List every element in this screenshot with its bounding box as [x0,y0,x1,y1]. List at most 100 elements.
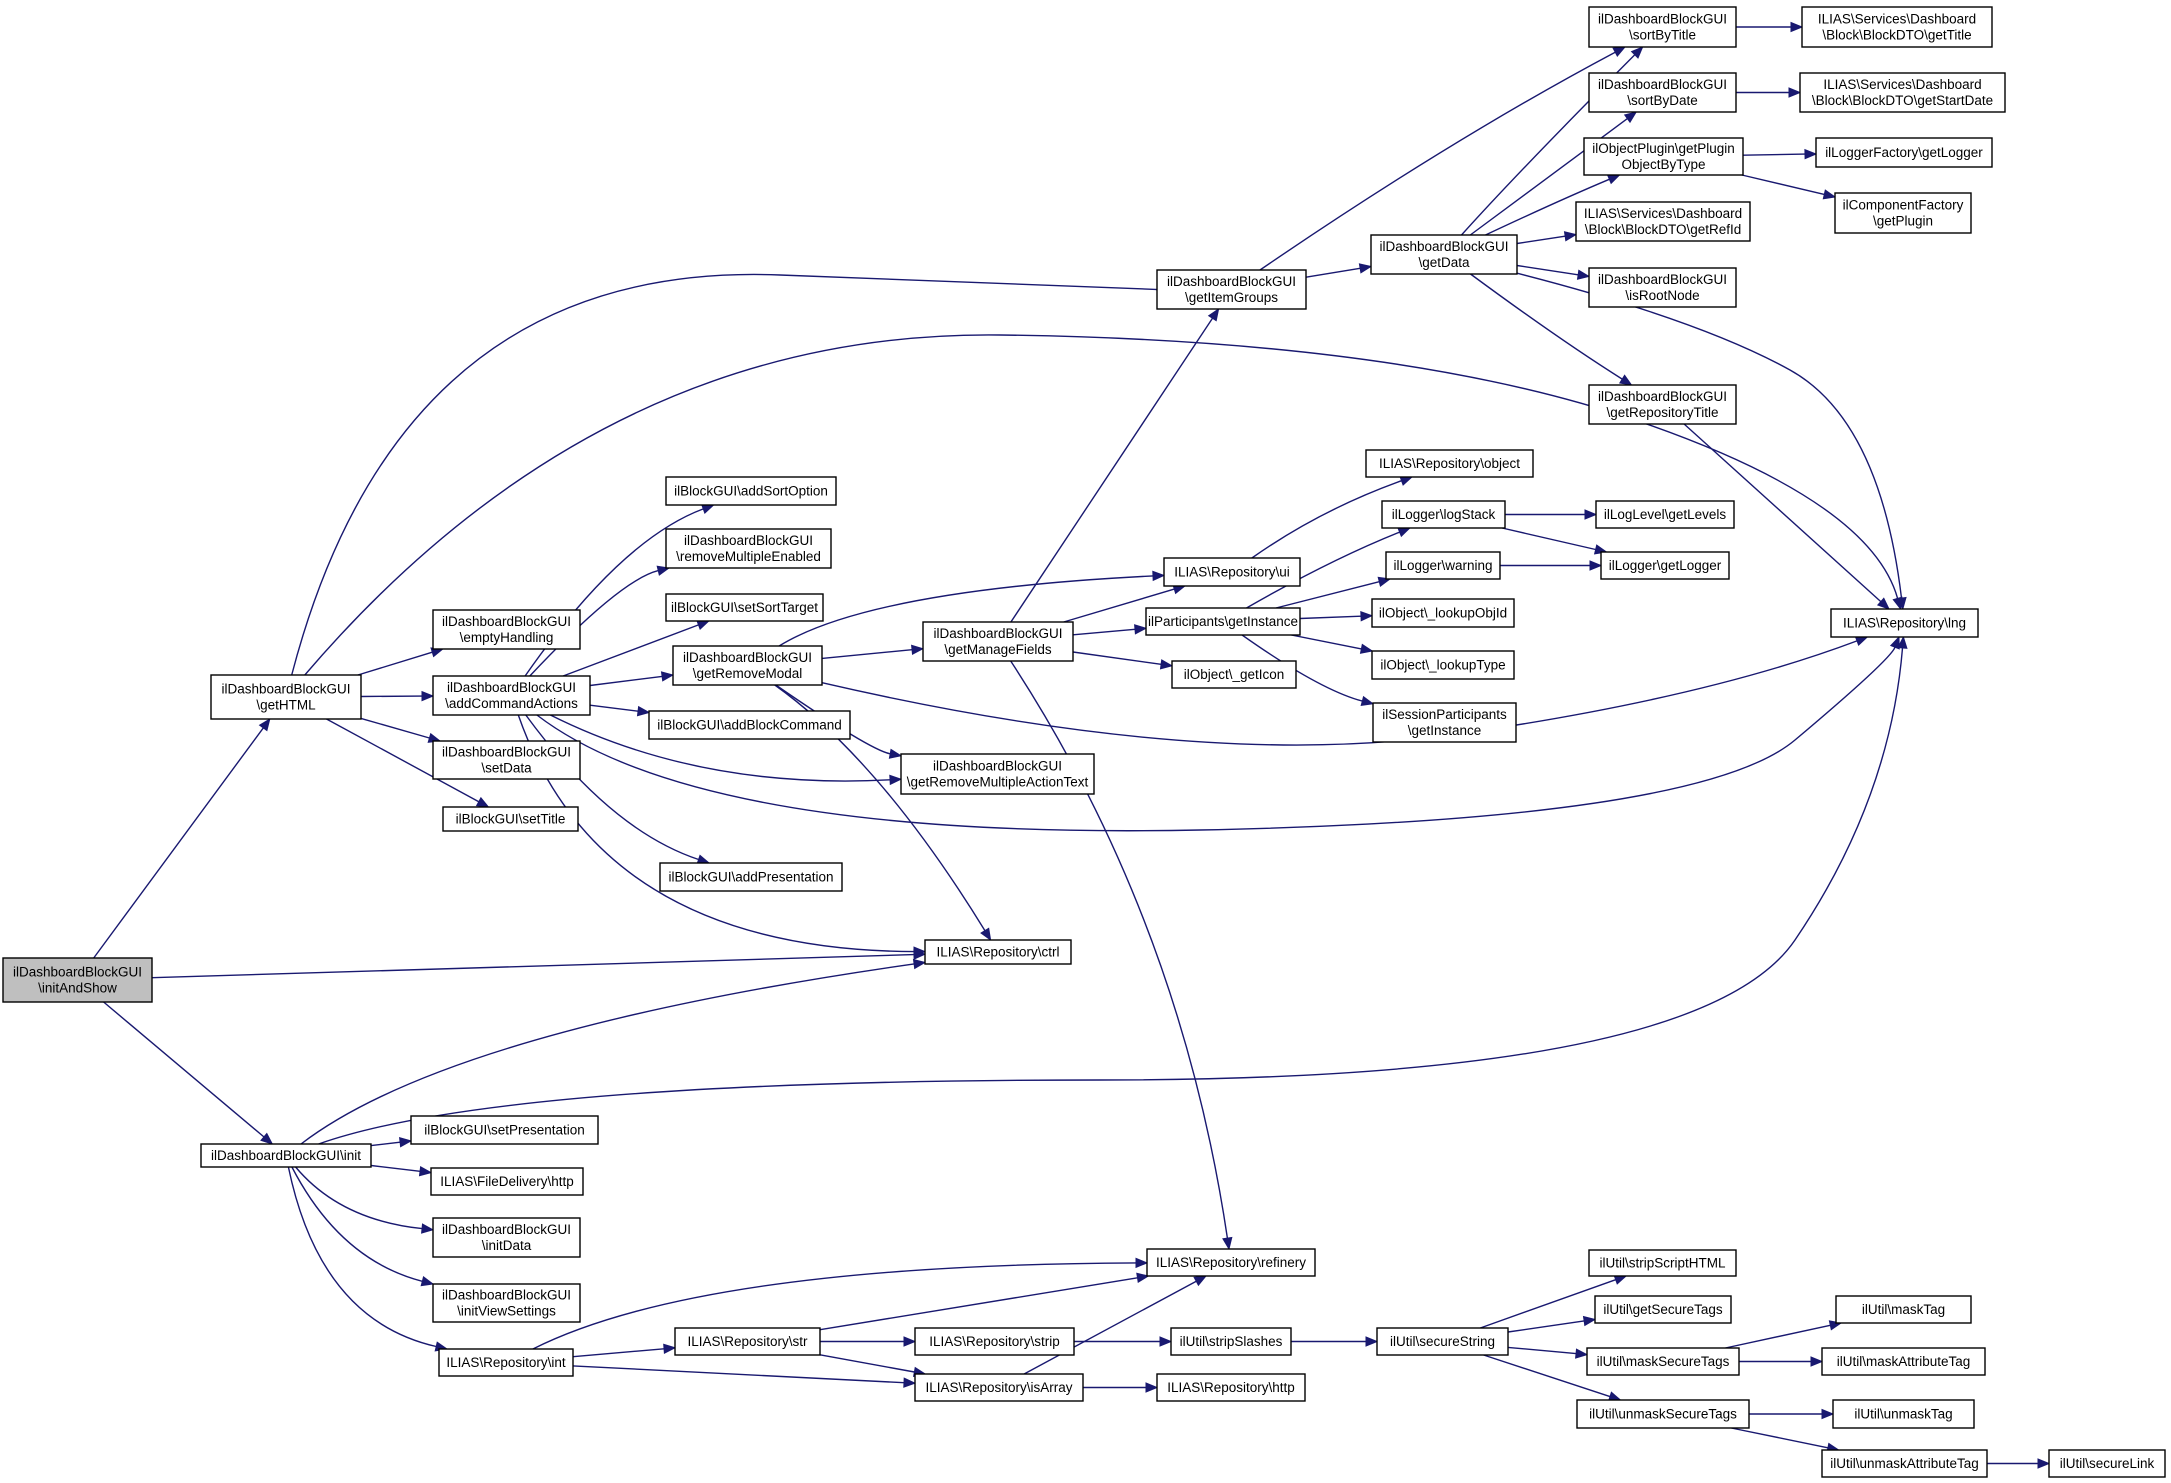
node-box [1821,1347,1986,1376]
node-int[interactable]: ILIAS\Repository\int [438,1348,574,1377]
node-sortByTitle[interactable]: ilDashboardBlockGUI\sortByTitle [1588,6,1737,48]
node-unmaskAttributeTag[interactable]: ilUtil\unmaskAttributeTag [1821,1449,1988,1478]
node-label-line: \setData [481,761,532,776]
edge-arrowhead [1365,1336,1379,1347]
node-getRemoveMultipleActionText[interactable]: ilDashboardBlockGUI\getRemoveMultipleAct… [900,753,1095,795]
node-ui[interactable]: ILIAS\Repository\ui [1163,557,1301,587]
node-unmaskTag[interactable]: ilUtil\unmaskTag [1832,1399,1975,1429]
node-setTitle[interactable]: ilBlockGUI\setTitle [442,806,579,832]
edge-getHTML-to-emptyHandling [357,647,445,676]
edge-arrowhead [1889,635,1900,650]
node-maskAttributeTag[interactable]: ilUtil\maskAttributeTag [1821,1347,1986,1376]
node-label-line: ilLogger\logStack [1392,507,1496,522]
node-secureString[interactable]: ilUtil\secureString [1376,1327,1509,1356]
node-label-line: \initViewSettings [457,1304,556,1319]
edge-int-to-refinery [532,1257,1149,1350]
edge-initAndShow-to-init [103,1001,274,1145]
edge-line [1516,264,1579,276]
node-stripSlashes[interactable]: ilUtil\stripSlashes [1170,1327,1292,1356]
edge-line [151,953,915,979]
node-rHttp[interactable]: ILIAS\Repository\http [1156,1373,1306,1402]
node-getStartDate[interactable]: ILIAS\Services\Dashboard\Block\BlockDTO\… [1799,72,2006,113]
node-object[interactable]: ILIAS\Repository\object [1365,449,1534,478]
node-label-line: \getRepositoryTitle [1606,405,1718,420]
node-box [1170,1327,1292,1356]
node-isArray[interactable]: ILIAS\Repository\isArray [914,1373,1084,1402]
node-box [432,609,581,650]
node-logStack[interactable]: ilLogger\logStack [1381,500,1506,529]
node-box [1815,137,1993,168]
node-addCommandActions[interactable]: ilDashboardBlockGUI\addCommandActions [432,675,591,716]
node-label-line: ilDashboardBlockGUI [684,533,813,548]
edge-line [1725,1324,1831,1349]
node-setData[interactable]: ilDashboardBlockGUI\setData [432,740,581,780]
node-addPresentation[interactable]: ilBlockGUI\addPresentation [659,862,843,892]
node-isRootNode[interactable]: ilDashboardBlockGUI\isRootNode [1588,267,1737,308]
edge-line [370,1164,421,1172]
node-getSecureTags[interactable]: ilUtil\getSecureTags [1594,1295,1732,1324]
node-getRemoveModal[interactable]: ilDashboardBlockGUI\getRemoveModal [672,645,823,686]
node-setSortTarget[interactable]: ilBlockGUI\setSortTarget [665,593,824,622]
node-setPresentation[interactable]: ilBlockGUI\setPresentation [410,1115,599,1145]
edge-secureString-to-unmaskSecureTags [1483,1354,1622,1402]
node-getRepositoryTitle[interactable]: ilDashboardBlockGUI\getRepositoryTitle [1588,384,1737,425]
node-initAndShow[interactable]: ilDashboardBlockGUI\initAndShow [2,957,153,1003]
node-getHTML[interactable]: ilDashboardBlockGUI\getHTML [210,674,362,720]
edge-int-to-isArray [572,1365,917,1388]
edge-arrowhead [1790,21,1804,33]
node-addBlockCommand[interactable]: ilBlockGUI\addBlockCommand [648,710,851,740]
node-label-line: ilUtil\unmaskTag [1854,1407,1952,1422]
node-getLevels[interactable]: ilLogLevel\getLevels [1595,500,1735,529]
node-box [1376,1327,1509,1356]
node-box [1372,702,1517,743]
node-addSortOption[interactable]: ilBlockGUI\addSortOption [665,476,837,506]
node-lookupObjId[interactable]: ilObject\_lookupObjId [1371,598,1515,628]
node-sgetInstance[interactable]: ilSessionParticipants\getInstance [1372,702,1517,743]
node-label-line: ilSessionParticipants [1382,707,1507,722]
node-label-line: \getPlugin [1873,214,1933,229]
node-pgetInstance[interactable]: ilParticipants\getInstance [1145,607,1301,636]
node-warning[interactable]: ilLogger\warning [1385,551,1501,580]
node-getLoggerF[interactable]: ilLoggerFactory\getLogger [1815,137,1993,168]
edge-arrowhead [1612,46,1627,57]
node-refinery[interactable]: ILIAS\Repository\refinery [1146,1248,1316,1277]
node-lookupType[interactable]: ilObject\_lookupType [1371,650,1515,680]
node-init[interactable]: ilDashboardBlockGUI\init [200,1143,372,1168]
node-getRefId[interactable]: ILIAS\Services\Dashboard\Block\BlockDTO\… [1575,201,1751,242]
node-initData[interactable]: ilDashboardBlockGUI\initData [432,1217,581,1258]
node-getTitle[interactable]: ILIAS\Services\Dashboard\Block\BlockDTO\… [1801,6,1993,48]
edge-isArray-to-refinery [1023,1275,1208,1375]
node-getData[interactable]: ilDashboardBlockGUI\getData [1370,234,1518,275]
edge-init-to-setPresentation [370,1137,413,1148]
node-getItemGroups[interactable]: ilDashboardBlockGUI\getItemGroups [1156,269,1307,310]
node-initViewSettings[interactable]: ilDashboardBlockGUI\initViewSettings [432,1283,581,1323]
node-label-line: ilDashboardBlockGUI [13,965,142,980]
node-lng[interactable]: ILIAS\Repository\lng [1830,608,1979,638]
node-label-line: ILIAS\Repository\lng [1843,616,1966,631]
node-stripScriptHTML[interactable]: ilUtil\stripScriptHTML [1588,1249,1737,1277]
node-label-line: ilDashboardBlockGUI [1598,12,1727,27]
node-box [1171,660,1297,689]
node-maskTag[interactable]: ilUtil\maskTag [1835,1295,1972,1324]
node-getLoggerL[interactable]: ilLogger\getLogger [1600,551,1730,580]
edge-arrowhead [260,1132,274,1145]
edge-getPluginObjectByType-to-getPlugin [1741,174,1837,200]
node-ctrl[interactable]: ILIAS\Repository\ctrl [924,939,1072,965]
edge-line [1072,628,1136,636]
node-label-line: \initData [482,1238,532,1253]
node-fdHttp[interactable]: ILIAS\FileDelivery\http [430,1167,584,1196]
node-getIcon[interactable]: ilObject\_getIcon [1171,660,1297,689]
edge-unmaskSecureTags-to-unmaskAttributeTag [1731,1427,1840,1453]
node-unmaskSecureTags[interactable]: ilUtil\unmaskSecureTags [1576,1399,1750,1429]
node-maskSecureTags[interactable]: ilUtil\maskSecureTags [1586,1347,1740,1376]
node-secureLink[interactable]: ilUtil\secureLink [2048,1449,2166,1478]
node-getPlugin[interactable]: ilComponentFactory\getPlugin [1834,192,1972,234]
node-strip[interactable]: ILIAS\Repository\strip [914,1327,1075,1356]
node-removeMultipleEnabled[interactable]: ilDashboardBlockGUI\removeMultipleEnable… [665,528,832,569]
node-str[interactable]: ILIAS\Repository\str [674,1327,821,1356]
node-emptyHandling[interactable]: ilDashboardBlockGUI\emptyHandling [432,609,581,650]
edge-arrowhead [1589,560,1603,571]
node-sortByDate[interactable]: ilDashboardBlockGUI\sortByDate [1588,72,1737,113]
node-getManageFields[interactable]: ilDashboardBlockGUI\getManageFields [922,621,1074,662]
